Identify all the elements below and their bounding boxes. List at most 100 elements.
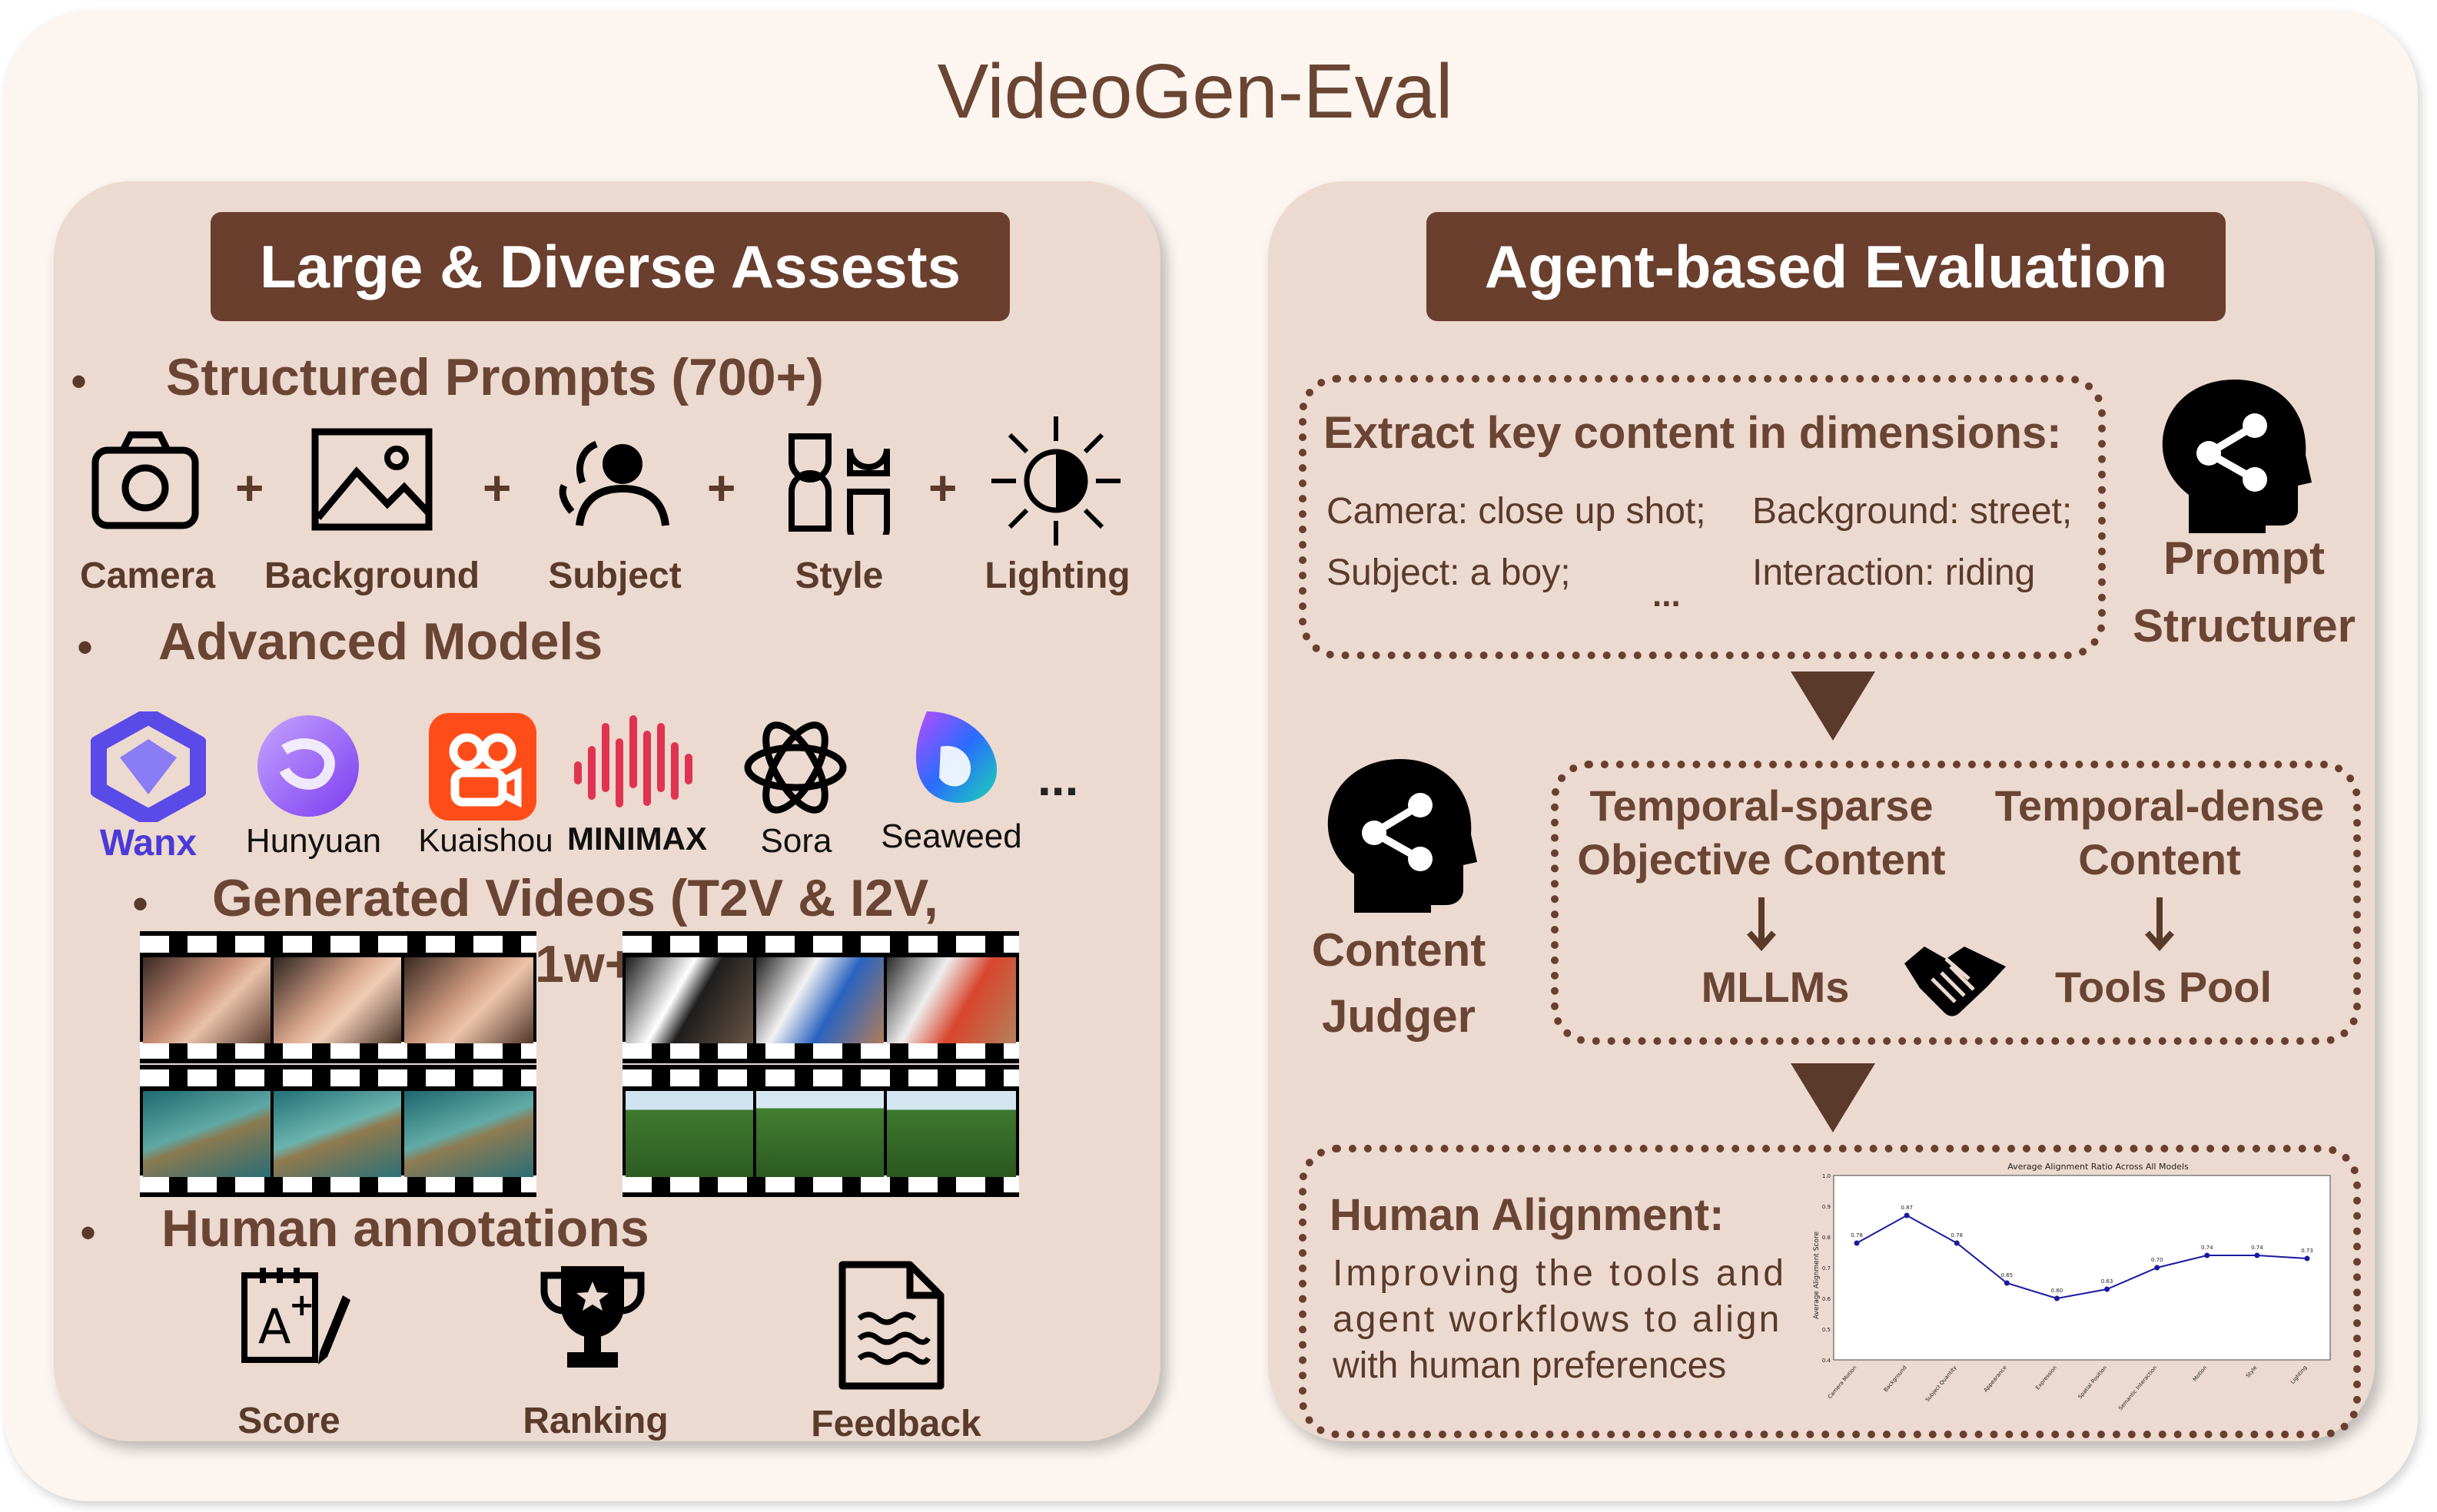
user-icon xyxy=(559,440,669,526)
extract-heading: Extract key content in dimensions: xyxy=(1323,408,2062,458)
chart-data-label: 0.73 xyxy=(2301,1248,2313,1254)
extract-background: Background: street; xyxy=(1752,491,2073,532)
chart-ytick-label: 0.7 xyxy=(1822,1265,1831,1272)
label-kuaishou: Kuaishou xyxy=(418,822,553,858)
temporal-sparse-1: Temporal-sparse xyxy=(1589,781,1934,830)
content-judger-head-icon xyxy=(1327,759,1477,913)
alignment-box xyxy=(1299,1145,2361,1438)
chart-point xyxy=(1854,1240,1860,1246)
bullet-prompts: • xyxy=(71,356,88,407)
label-minimax: MINIMAX xyxy=(567,821,707,857)
minimax-logo-icon xyxy=(574,715,692,807)
alignment-text-1: Improving the tools and xyxy=(1333,1253,1787,1294)
label-background: Background xyxy=(264,555,480,596)
extract-more: ... xyxy=(1652,576,1681,614)
image-icon xyxy=(311,428,433,531)
extract-camera: Camera: close up shot; xyxy=(1326,491,1706,532)
feedback-document-icon xyxy=(838,1261,945,1390)
label-score: Score xyxy=(237,1401,340,1441)
chart-ytick-label: 0.5 xyxy=(1822,1327,1831,1333)
extract-interaction: Interaction: riding xyxy=(1752,552,2036,593)
svg-text:A: A xyxy=(258,1298,291,1354)
models-heading: Advanced Models xyxy=(158,612,603,671)
prompt-structurer-head-icon xyxy=(2162,380,2312,533)
svg-text:+: + xyxy=(289,1288,315,1323)
alignment-text-3: with human preferences xyxy=(1333,1345,1727,1386)
content-judger-label-2: Judger xyxy=(1321,990,1476,1042)
sora-logo-icon xyxy=(744,721,847,814)
extract-subject: Subject: a boy; xyxy=(1326,552,1571,593)
chart-xtick-label: Motion xyxy=(2192,1364,2208,1382)
annotations-heading: Human annotations xyxy=(161,1199,649,1258)
label-seaweed: Seaweed xyxy=(881,817,1022,855)
chart-point xyxy=(1904,1212,1910,1219)
left-banner: Large & Diverse Assests xyxy=(211,212,1010,321)
chart-point xyxy=(2104,1286,2110,1292)
right-banner: Agent-based Evaluation xyxy=(1426,212,2226,321)
alignment-heading: Human Alignment: xyxy=(1330,1190,1725,1240)
label-subject: Subject xyxy=(548,555,682,596)
film-strip-faces xyxy=(140,931,536,1063)
left-panel xyxy=(54,181,1160,1441)
bullet-videos: • xyxy=(132,878,149,930)
plus-2: + xyxy=(483,460,512,516)
chart-ytick-label: 0.8 xyxy=(1822,1235,1831,1241)
score-clipboard-icon: A + xyxy=(241,1268,350,1364)
film-strip-field xyxy=(623,1065,1019,1197)
chart-point xyxy=(2004,1280,2010,1286)
kuaishou-logo-icon xyxy=(429,713,536,821)
seaweed-logo-icon xyxy=(915,711,998,803)
handshake-icon xyxy=(1904,947,2006,1016)
hunyuan-logo-icon xyxy=(257,715,359,817)
chart-point xyxy=(2204,1252,2210,1258)
more-models: ... xyxy=(1038,751,1079,806)
label-hunyuan: Hunyuan xyxy=(245,822,382,860)
chart-point xyxy=(2304,1255,2310,1262)
chart-point xyxy=(1954,1240,1960,1246)
chart-data-label: 0.74 xyxy=(2201,1245,2213,1251)
content-judger-label-1: Content xyxy=(1311,924,1486,976)
plus-1: + xyxy=(235,460,264,516)
chart-xtick-label: Semantic Interaction xyxy=(2117,1364,2158,1411)
bullet-models: • xyxy=(77,622,94,673)
chart-data-label: 0.65 xyxy=(2001,1272,2014,1278)
chart-data-label: 0.78 xyxy=(1951,1232,1963,1238)
label-wanx: Wanx xyxy=(99,823,198,864)
chart-xtick-label: Background xyxy=(1883,1364,1908,1393)
temporal-dense-1: Temporal-dense xyxy=(1994,781,2325,830)
chart-xtick-label: Lighting xyxy=(2289,1364,2308,1385)
sun-icon xyxy=(991,416,1121,545)
label-feedback: Feedback xyxy=(811,1404,981,1444)
chart-ytick-label: 0.4 xyxy=(1822,1358,1831,1364)
arrow-down-sparse xyxy=(1747,897,1776,951)
mllms-label: MLLMs xyxy=(1701,963,1850,1011)
chart-ytick-label: 0.6 xyxy=(1822,1296,1831,1302)
style-grid-icon xyxy=(789,433,890,535)
arrow-down-2 xyxy=(1791,1063,1875,1132)
arrow-down-1 xyxy=(1791,671,1875,741)
prompts-heading: Structured Prompts (700+) xyxy=(166,348,824,406)
alignment-line-chart: Average Alignment Ratio Across All Model… xyxy=(1813,1162,2331,1411)
plus-4: + xyxy=(928,460,958,516)
videos-heading-tail: 1w+ xyxy=(535,935,636,993)
label-ranking: Ranking xyxy=(523,1401,669,1441)
label-camera: Camera xyxy=(79,555,216,596)
camera-icon xyxy=(91,431,199,529)
chart-data-label: 0.70 xyxy=(2151,1257,2163,1263)
page-title: VideoGen-Eval xyxy=(937,48,1453,134)
chart-data-label: 0.74 xyxy=(2251,1245,2263,1251)
extract-box xyxy=(1299,375,2106,659)
chart-xtick-label: Camera Motion xyxy=(1827,1364,1858,1400)
temporal-sparse-2: Objective Content xyxy=(1577,835,1946,884)
bullet-annotations: • xyxy=(80,1207,97,1258)
chart-ylabel: Average Alignment Score xyxy=(1813,1232,1821,1319)
chart-point xyxy=(2154,1265,2160,1271)
temporal-dense-2: Content xyxy=(2078,835,2241,884)
film-strip-dog xyxy=(623,931,1019,1063)
film-strip-fish xyxy=(140,1065,536,1197)
chart-xtick-label: Appearance xyxy=(1983,1364,2008,1393)
chart-xtick-label: Expression xyxy=(2034,1364,2058,1391)
chart-point xyxy=(2054,1295,2060,1301)
chart-series-line xyxy=(1856,1214,2308,1300)
chart-xtick-label: Subject Quantity xyxy=(1924,1364,1958,1403)
